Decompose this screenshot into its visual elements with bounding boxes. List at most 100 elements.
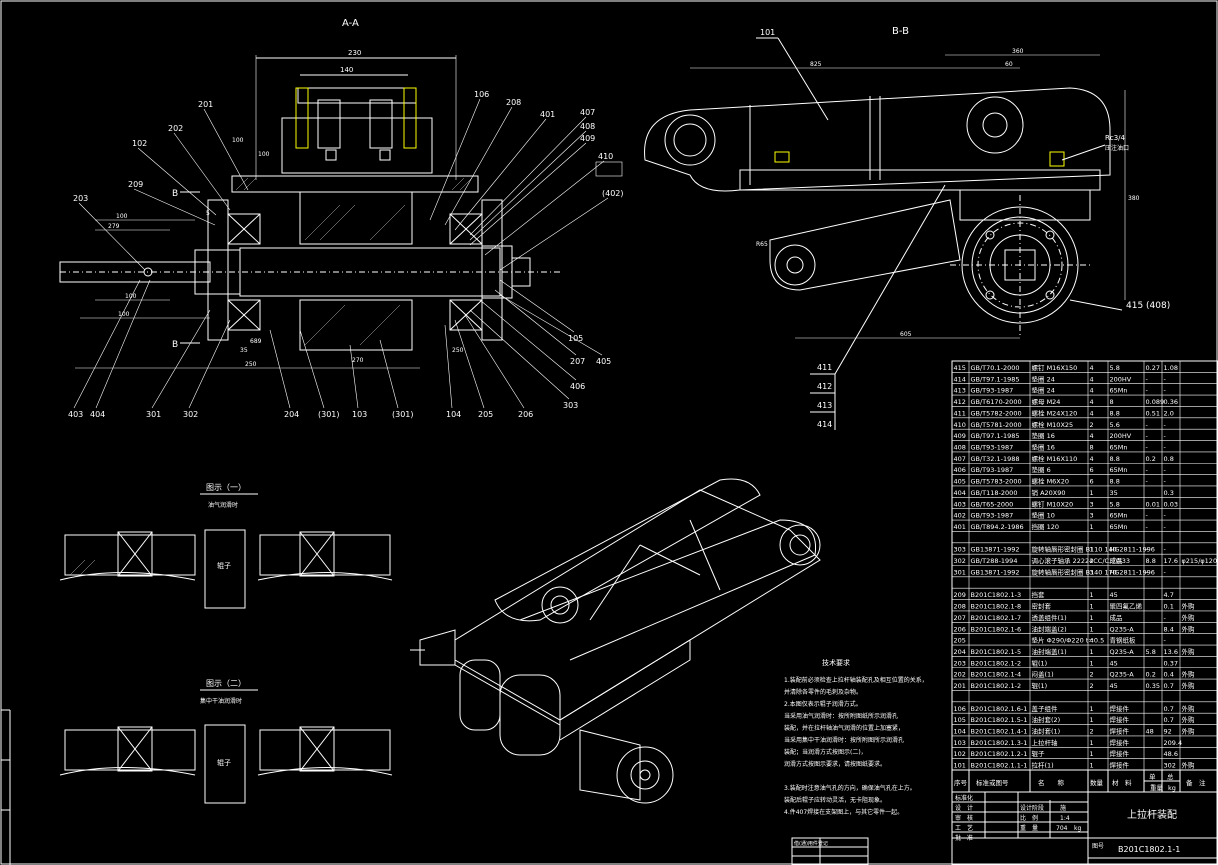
tech-req-line: 当采用油气润滑时：按所附图纸所示润滑孔 [784, 712, 898, 720]
bom-cell: 4 [1090, 637, 1094, 645]
tech-requirements: 技术要求 1.装配前必须检查上拉杆轴装配孔及相互位置的关系， 并清除各零件的毛刺… [784, 658, 928, 816]
bom-cell: 辊(1) [1032, 658, 1048, 667]
bom-cell: 8.8 [1146, 557, 1156, 565]
bom-cell: 407 [954, 455, 966, 463]
bom-cell: - [1164, 523, 1167, 531]
bom-cell: HG2811-1996 [1110, 546, 1155, 554]
bom-header-total: 总 [1167, 772, 1174, 781]
bom-cell: 202 [954, 671, 966, 679]
bom-cell: 盖子组件 [1032, 704, 1059, 713]
callout-leader [469, 309, 570, 400]
callout-leader [444, 106, 513, 226]
bom-cell: 65Mn [1110, 512, 1128, 520]
bom-cell: 1 [1090, 648, 1094, 656]
bom-header-seq: 序号 [954, 778, 968, 787]
bom-cell: B201C1802.1-8 [971, 603, 1022, 611]
bom-header-kg: kg [1168, 784, 1176, 792]
callout-leader [429, 98, 481, 221]
callout-leader [464, 314, 525, 409]
bom-cell: Q235-A [1110, 625, 1135, 633]
bom-cell: 1 [1090, 614, 1094, 622]
bom-cell: 旋转轴唇形密封圈 B140 170 [1032, 567, 1117, 576]
bom-header-qty: 数量 [1090, 778, 1104, 787]
bom-cell: 4 [1090, 455, 1094, 463]
tb-weight: 704 [1056, 825, 1068, 832]
callout-label: 404 [90, 410, 105, 419]
bom-cell: 0.7 [1164, 705, 1174, 713]
bom-cell: GB/T93-1987 [971, 443, 1014, 451]
bom-cell: 410 [954, 421, 966, 429]
callout-label: 301 [146, 410, 161, 419]
bom-cell: 外购 [1182, 727, 1196, 736]
bom-cell: 1 [1090, 625, 1094, 633]
callout-label: 203 [73, 194, 88, 203]
callout-label: 209 [128, 180, 143, 189]
callout-leader [95, 279, 151, 409]
bom-cell: Q235-A [1110, 671, 1135, 679]
bom-cell: 油封端盖(2) [1032, 624, 1067, 633]
callout-leader [78, 202, 146, 271]
bom-cell: GB13871-1992 [971, 546, 1020, 554]
bom-cell: 垫圈 24 [1032, 386, 1055, 395]
tech-req-line: 装配，并在拉杆轴油气润滑的位置上加塞紧， [784, 724, 904, 732]
tech-req-line: 并清除各零件的毛刺及杂物。 [784, 688, 862, 696]
bom-cell: 焊接件 [1110, 738, 1130, 747]
bom-cell: 外购 [1182, 624, 1196, 633]
bom-cell: 1 [1090, 659, 1094, 667]
callout-leader [499, 279, 575, 333]
bom-cell: GB/T93-1987 [971, 512, 1014, 520]
callout-label: 409 [580, 134, 595, 143]
tb-process: 工 艺 [955, 824, 973, 832]
bom-cell: Q235-A [1110, 648, 1135, 656]
bom-cell: 413 [954, 387, 966, 395]
bom-cell: 螺栓 M16X110 [1032, 454, 1078, 463]
bom-cell: GB/T5782-2000 [971, 409, 1022, 417]
bom-cell: B201C1802.1-3 [971, 591, 1022, 599]
bom-cell: - [1146, 443, 1149, 451]
callout-label: 401 [540, 110, 555, 119]
callout-label: 205 [478, 410, 493, 419]
bom-cell: - [1164, 512, 1167, 520]
bom-cell: 6 [1090, 478, 1094, 486]
bom-cell: 0.4 [1164, 671, 1174, 679]
bom-cell: 45 [1110, 682, 1118, 690]
callout-label: 407 [580, 108, 595, 117]
bom-cell: 0.3 [1164, 489, 1174, 497]
bom-cell: 209 [954, 591, 966, 599]
callout-leader [379, 339, 399, 409]
title-block: 标准化 设 计 审 核 工 艺 批 准 设计阶段 施 比 例 1:4 重 量 7… [1, 709, 1218, 865]
bom-cell: 挡套 [1032, 590, 1046, 599]
callout-leader [484, 160, 605, 256]
callout-leader [479, 299, 577, 381]
bom-cell: GB/T70.1-2000 [971, 364, 1020, 372]
bom-cell: 0.03 [1164, 500, 1178, 508]
bom-cell: B201C1802.1.5-1 [971, 716, 1028, 724]
bom-cell: B201C1802.1-6 [971, 625, 1022, 633]
bom-cell: 焊接件 [1110, 761, 1130, 770]
section-b-b: B-B 825 360 6 [644, 26, 1140, 339]
tb-weight-label: 重 量 [1020, 824, 1038, 832]
bom-cell: 成品 [1110, 556, 1123, 565]
bom-cell: - [1164, 421, 1167, 429]
tech-req-line: 装配后辊子应转动灵活，无卡阻现象。 [784, 796, 886, 804]
bom-cell: GB/T5781-2000 [971, 421, 1022, 429]
bom-cell: 1 [1090, 603, 1094, 611]
bom-cell: 3 [1090, 568, 1094, 576]
bom-cell: GB/T97.1-1985 [971, 432, 1020, 440]
callout-label: 408 [580, 122, 595, 131]
bom-cell: B201C1802.1-2 [971, 659, 1022, 667]
tech-req-line: 3.装配时注意油气孔的方向，确保油气孔在上方。 [784, 784, 916, 792]
bom-cell: 0.27 [1146, 364, 1160, 372]
tb-stage-label: 设计阶段 [1020, 804, 1044, 812]
bom-cell: B201C1802.1.4-1 [971, 728, 1028, 736]
callout-leader [444, 324, 453, 409]
bom-header-unit: 单 [1149, 772, 1156, 781]
tb-drawing-label: 图号 [1092, 843, 1104, 850]
bom-cell: 8.4 [1164, 625, 1174, 633]
bom-cell: 0.1 [1164, 603, 1174, 611]
bom-cell: - [1164, 432, 1167, 440]
bom-cell: 1.08 [1164, 364, 1178, 372]
bom-cell: 垫圈 24 [1032, 374, 1055, 383]
bom-cell: 405 [954, 478, 966, 486]
callout-leader [349, 344, 359, 409]
